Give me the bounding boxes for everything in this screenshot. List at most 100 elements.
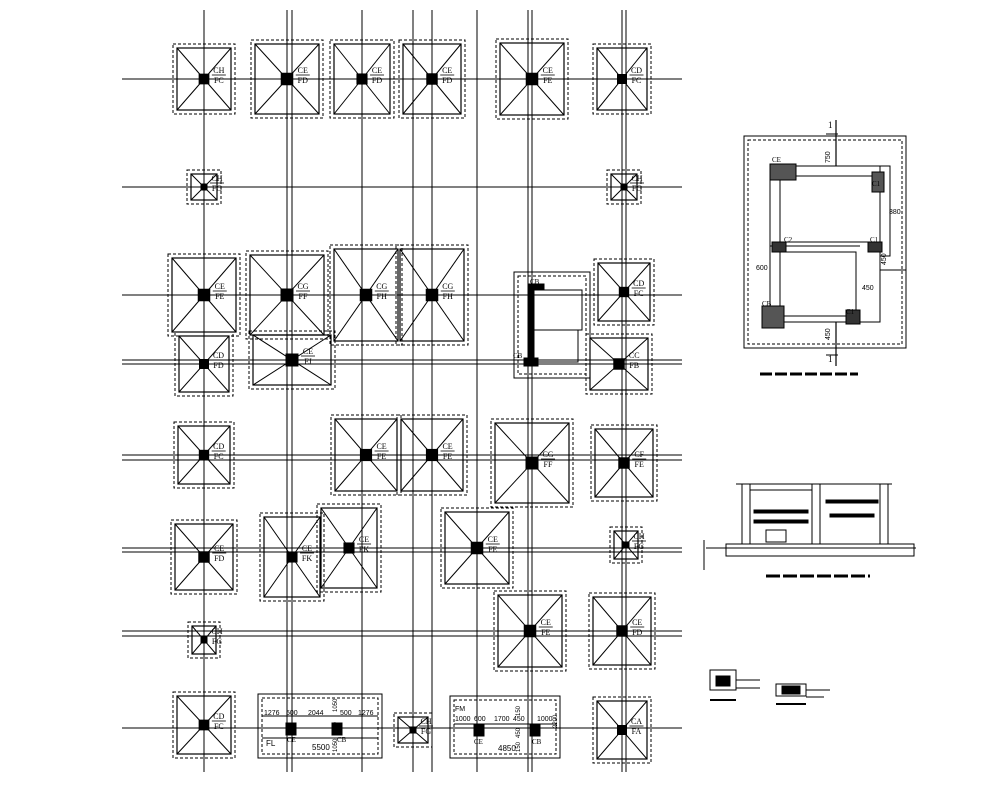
footing-column-label: CH — [213, 66, 224, 75]
footing-type-label: FE — [543, 76, 552, 85]
footing-type-label: FD — [632, 628, 642, 637]
column-marker — [426, 73, 438, 85]
plan-col-c1-a: C1 — [872, 180, 881, 188]
footing-outline — [400, 418, 464, 492]
footing-outer-outline — [592, 43, 652, 115]
footing-r6-4 — [440, 507, 514, 589]
footing-r1-1 — [172, 43, 236, 115]
footing-column-label: CA — [631, 717, 642, 726]
footing-type-label: FC — [214, 722, 224, 731]
footing-column-label: CE — [302, 544, 312, 553]
column-marker — [200, 183, 208, 191]
column-marker — [343, 542, 355, 554]
column-marker — [197, 288, 211, 302]
footing-outline — [190, 173, 218, 201]
column-marker — [280, 288, 294, 302]
plan-dim-450-a: 450 — [881, 253, 888, 265]
fl-height-3: 1050 — [333, 738, 339, 752]
footing-column-label: CH — [631, 174, 642, 183]
column-marker — [617, 725, 627, 735]
footing-r1-5 — [495, 38, 569, 120]
column-marker — [198, 551, 210, 563]
footing-column-label: CH — [211, 174, 222, 183]
footing-column-label: CE — [541, 618, 551, 627]
footing-r1-6 — [592, 43, 652, 115]
fm-height-2: 450 — [516, 727, 522, 738]
footing-column-label: CE — [359, 535, 369, 544]
footing-r3-5 — [593, 258, 655, 326]
footing-r3-4 — [395, 244, 469, 346]
footing-type-label: FC — [214, 452, 224, 461]
footing-type-label: FC — [634, 289, 644, 298]
footing-type-label: FD — [213, 361, 223, 370]
footing-outline — [191, 625, 217, 655]
column-marker — [425, 448, 439, 462]
footing-r1-3 — [329, 39, 395, 119]
fm-height-1: 150 — [516, 705, 522, 716]
footing-outline — [499, 42, 565, 116]
footing-r3-3 — [329, 244, 403, 346]
fm-dim-1: 1000 — [455, 716, 471, 723]
footing-type-label: FG — [212, 184, 222, 193]
combined-footing-fm — [449, 695, 561, 759]
footing-r8-3 — [592, 696, 652, 764]
footing-outline — [333, 43, 391, 115]
fl-dim-4: 500 — [340, 710, 352, 717]
footing-type-label: FF — [544, 460, 553, 469]
column-marker — [198, 73, 210, 85]
footing-column-label: CG — [442, 282, 453, 291]
footing-column-label: CE — [372, 66, 382, 75]
footing-outline — [596, 700, 648, 760]
stair-core-label-bottom: CB — [513, 352, 523, 360]
fl-dim-2: 500 — [286, 710, 298, 717]
combined-footing-fl — [257, 693, 383, 759]
footing-outline — [402, 43, 462, 115]
footing-column-label: CG — [542, 450, 553, 459]
column-marker — [616, 625, 628, 637]
footing-column-label: CD — [633, 279, 644, 288]
footing-r6-3 — [316, 503, 382, 593]
footing-column-label: CE — [298, 66, 308, 75]
footing-outer-outline — [590, 424, 658, 502]
plan-col-c1-c: C1 — [846, 308, 855, 316]
column-marker — [359, 448, 373, 462]
footing-outer-outline — [174, 331, 234, 397]
column-marker — [280, 72, 294, 86]
footing-type-label: FE — [541, 628, 550, 637]
footing-outer-outline — [172, 691, 236, 759]
footing-type-label: FE — [488, 545, 497, 554]
column-marker — [613, 358, 625, 370]
footing-column-label: CG — [297, 282, 308, 291]
footing-column-label: CE — [214, 544, 224, 553]
footing-outline — [320, 507, 378, 589]
footing-outer-outline — [609, 526, 643, 564]
footing-r7-3 — [588, 592, 656, 670]
footing-column-label: CC — [629, 351, 640, 360]
footing-type-label: FD — [214, 554, 224, 563]
footing-outline — [178, 335, 230, 393]
column-marker — [198, 449, 210, 461]
plan-col-cb: CB — [762, 300, 772, 308]
footing-type-label: FD — [298, 76, 308, 85]
footing-column-label: CH — [420, 717, 431, 726]
column-marker — [525, 72, 539, 86]
fm-dim-3: 1700 — [494, 716, 510, 723]
footing-type-label: FE — [635, 460, 644, 469]
plan-dim-600: 600 — [756, 265, 768, 272]
footing-r5-1 — [173, 421, 235, 489]
footing-outer-outline — [316, 503, 382, 593]
footing-type-label: FB — [629, 361, 639, 370]
footing-outer-outline — [490, 418, 574, 508]
footing-r6-5 — [609, 526, 643, 564]
footing-r2-1 — [186, 169, 222, 205]
footing-outline — [252, 334, 332, 386]
footing-outer-outline — [393, 712, 433, 748]
plan-col-ce: CE — [772, 156, 781, 164]
column-marker — [622, 541, 630, 549]
footing-r7-2 — [493, 590, 567, 672]
footing-r5-4 — [490, 418, 574, 508]
footing-outer-outline — [170, 519, 238, 595]
footing-outline — [597, 262, 651, 322]
footing-column-label: CE — [215, 282, 225, 291]
